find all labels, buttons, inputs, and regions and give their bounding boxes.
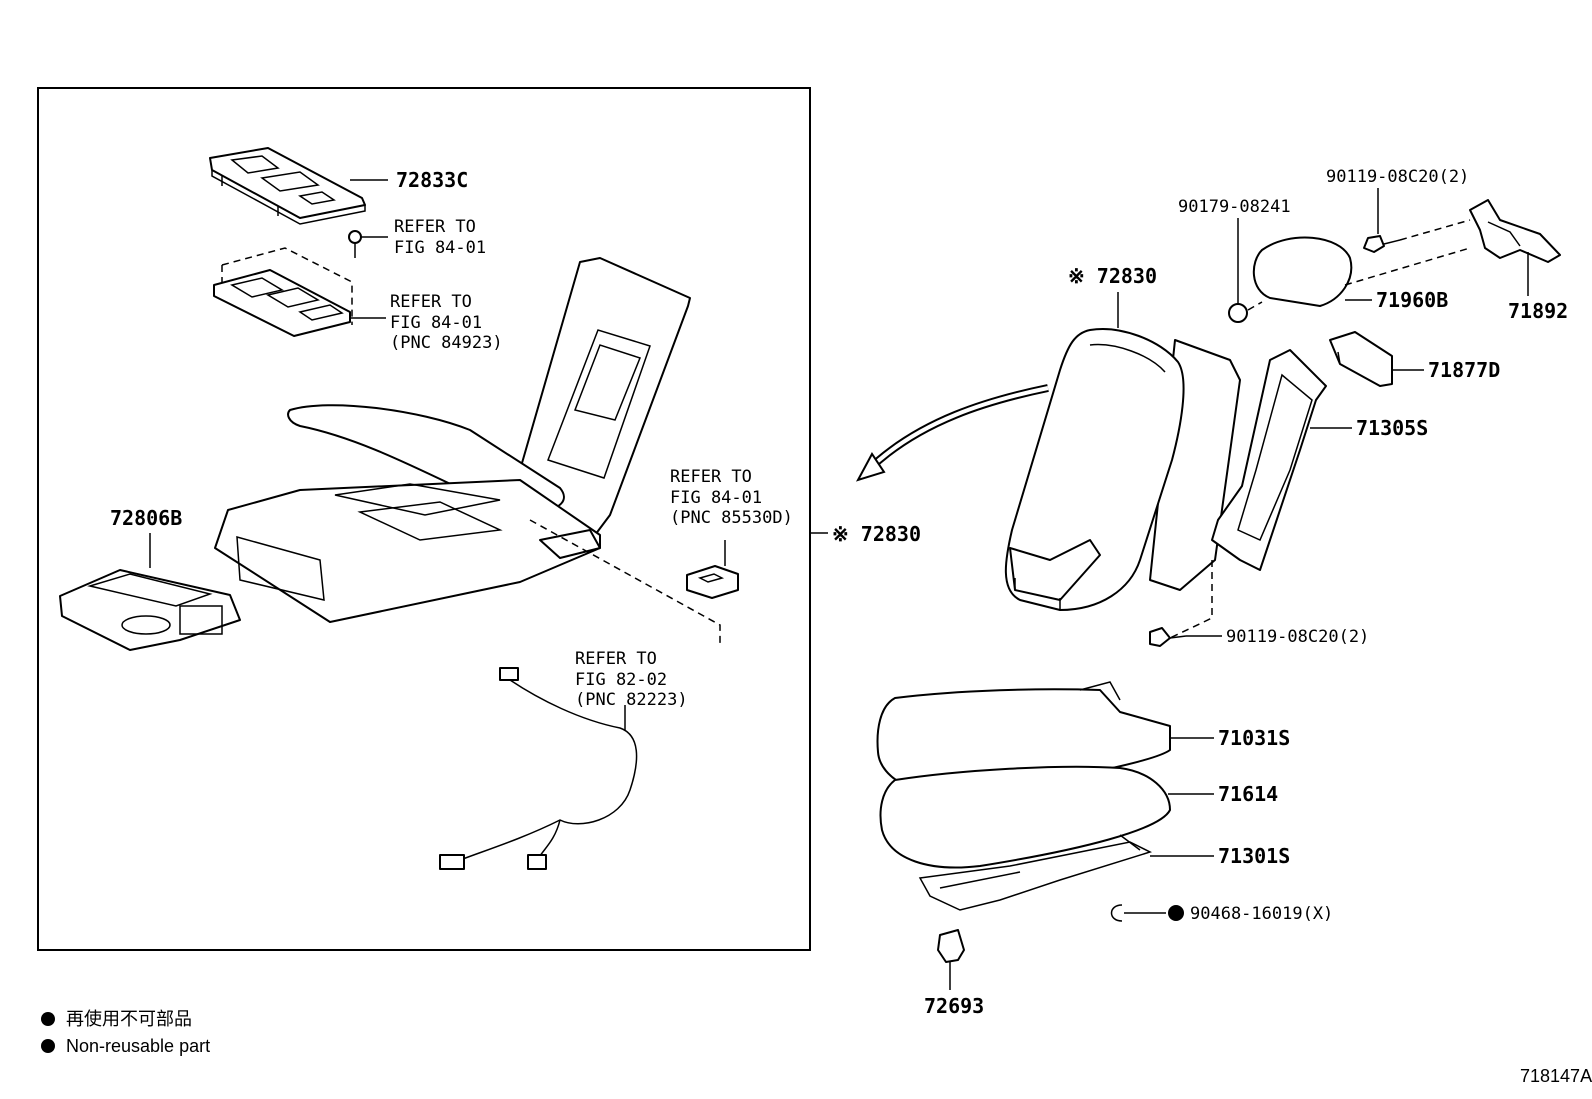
part-72806B-cupholder <box>59 533 241 651</box>
label-72830-top: ※ 72830 <box>1068 264 1157 288</box>
part-71301S-frame <box>918 834 1214 911</box>
connector-85530D <box>686 540 739 599</box>
label-90119-bottom: 90119-08C20(2) <box>1226 627 1369 647</box>
ref4-line2: FIG 82-02 <box>575 670 667 690</box>
part-71305S-frame <box>1169 349 1352 639</box>
nut-90179-icon <box>1228 218 1248 323</box>
wire-harness <box>439 667 638 870</box>
part-71614-pad <box>879 765 1214 869</box>
label-72830-box: ※ 72830 <box>832 522 921 546</box>
label-90468: 90468-16019(X) <box>1190 904 1333 924</box>
bolt-90119-bottom-icon <box>1149 627 1222 647</box>
bolt-90119-top-icon <box>1344 188 1471 286</box>
switch-panel <box>213 247 353 337</box>
screw-icon <box>348 230 388 258</box>
ref3-line2: FIG 84-01 <box>670 488 762 508</box>
ref4-line1: REFER TO <box>575 649 657 669</box>
ref1-line2: FIG 84-01 <box>394 238 486 258</box>
label-90119-top: 90119-08C20(2) <box>1326 167 1469 187</box>
part-72833C-panel <box>209 147 388 225</box>
label-71892: 71892 <box>1508 299 1568 323</box>
assembly-arrow-icon <box>855 384 1049 482</box>
legend-jp: 再使用不可部品 <box>66 1009 192 1029</box>
console-box-assembly <box>214 257 721 645</box>
figure-id: 718147A <box>1520 1066 1592 1086</box>
ref2-line3: (PNC 84923) <box>390 333 503 353</box>
label-71031S: 71031S <box>1218 726 1290 750</box>
label-71877D: 71877D <box>1428 358 1500 382</box>
ref4-line3: (PNC 82223) <box>575 690 688 710</box>
label-71305S: 71305S <box>1356 416 1428 440</box>
legend-bullet-icon <box>41 1039 55 1053</box>
assembly-frame <box>37 87 811 951</box>
legend-bullet-icon <box>41 1012 55 1026</box>
label-71301S: 71301S <box>1218 844 1290 868</box>
label-71614: 71614 <box>1218 782 1278 806</box>
part-71960B-pad <box>1247 236 1372 311</box>
label-71960B: 71960B <box>1376 288 1448 312</box>
label-90179: 90179-08241 <box>1178 197 1291 217</box>
ref2-line1: REFER TO <box>390 292 472 312</box>
label-72833C: 72833C <box>396 168 468 192</box>
ref3-line3: (PNC 85530D) <box>670 508 793 528</box>
part-72693-stopper <box>937 929 965 990</box>
clip-90468-icon <box>1110 904 1184 922</box>
part-71877D-cover <box>1329 331 1424 387</box>
label-72806B: 72806B <box>110 506 182 530</box>
ref3-line1: REFER TO <box>670 467 752 487</box>
ref1-line1: REFER TO <box>394 217 476 237</box>
legend-en: Non-reusable part <box>66 1036 210 1056</box>
legend: 再使用不可部品 Non-reusable part <box>41 1009 210 1056</box>
label-72693: 72693 <box>924 994 984 1018</box>
ref2-line2: FIG 84-01 <box>390 313 482 333</box>
part-71892-bracket <box>1469 199 1561 296</box>
part-72830-cushion <box>1004 292 1241 611</box>
